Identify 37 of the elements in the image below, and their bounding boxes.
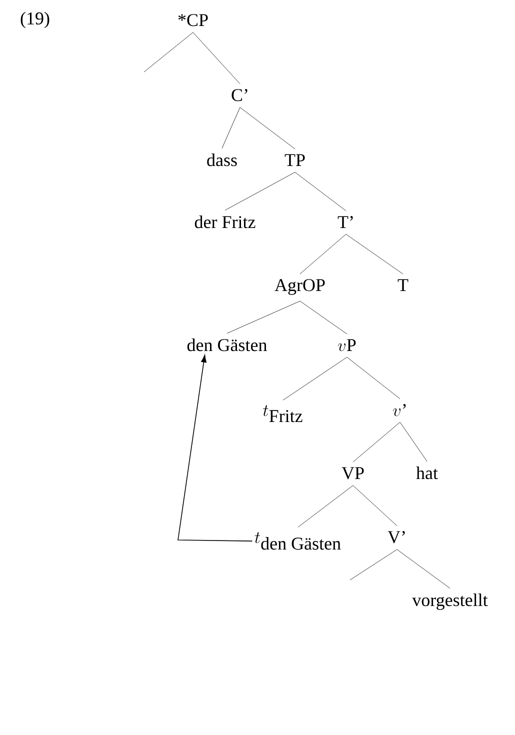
tree-branch [298,485,354,528]
tree-branch [300,300,348,334]
tree-label: *CP [178,14,208,26]
tree-branch [396,549,450,589]
tree-branch [192,32,240,84]
tree-branch [352,422,400,462]
tree-branch [352,485,398,526]
tree-branch [294,172,346,212]
tree-branch [144,32,194,72]
tree-label: dass [207,154,237,166]
tree-label: den Gästen [187,338,267,352]
tree-branch [282,357,348,400]
tree-label: $t_{\textrm{Fritz}}$ [263,405,302,422]
tree-branch [240,107,296,150]
movement-arrow [178,354,253,542]
tree-label: der Fritz [194,216,256,228]
tree-label: TP [284,154,305,166]
tree-branch [300,234,346,274]
tree-label: T’ [338,216,353,228]
tree-branch [224,172,296,210]
tree-label: V’ [388,531,405,544]
tree-branch [346,357,400,400]
tree-branch [350,549,398,580]
tree-branch [222,107,240,148]
tree-branch [400,422,428,462]
example-number: (19) [20,12,50,28]
tree-label: $v\textrm{’}$ [393,404,406,416]
tree-label: AgrOP [274,279,325,295]
tree-label: $v\textrm{P}$ [338,339,356,352]
tree-branch [346,234,404,274]
tree-label: $t_{\textrm{den Gästen}}$ [254,532,341,550]
tree-label: vorgestellt [412,594,488,610]
tree-label: C’ [232,89,248,102]
tree-label: hat [416,466,438,480]
tree-label: T [398,279,408,291]
tree-label: VP [342,467,364,480]
tree-branch [226,300,300,334]
